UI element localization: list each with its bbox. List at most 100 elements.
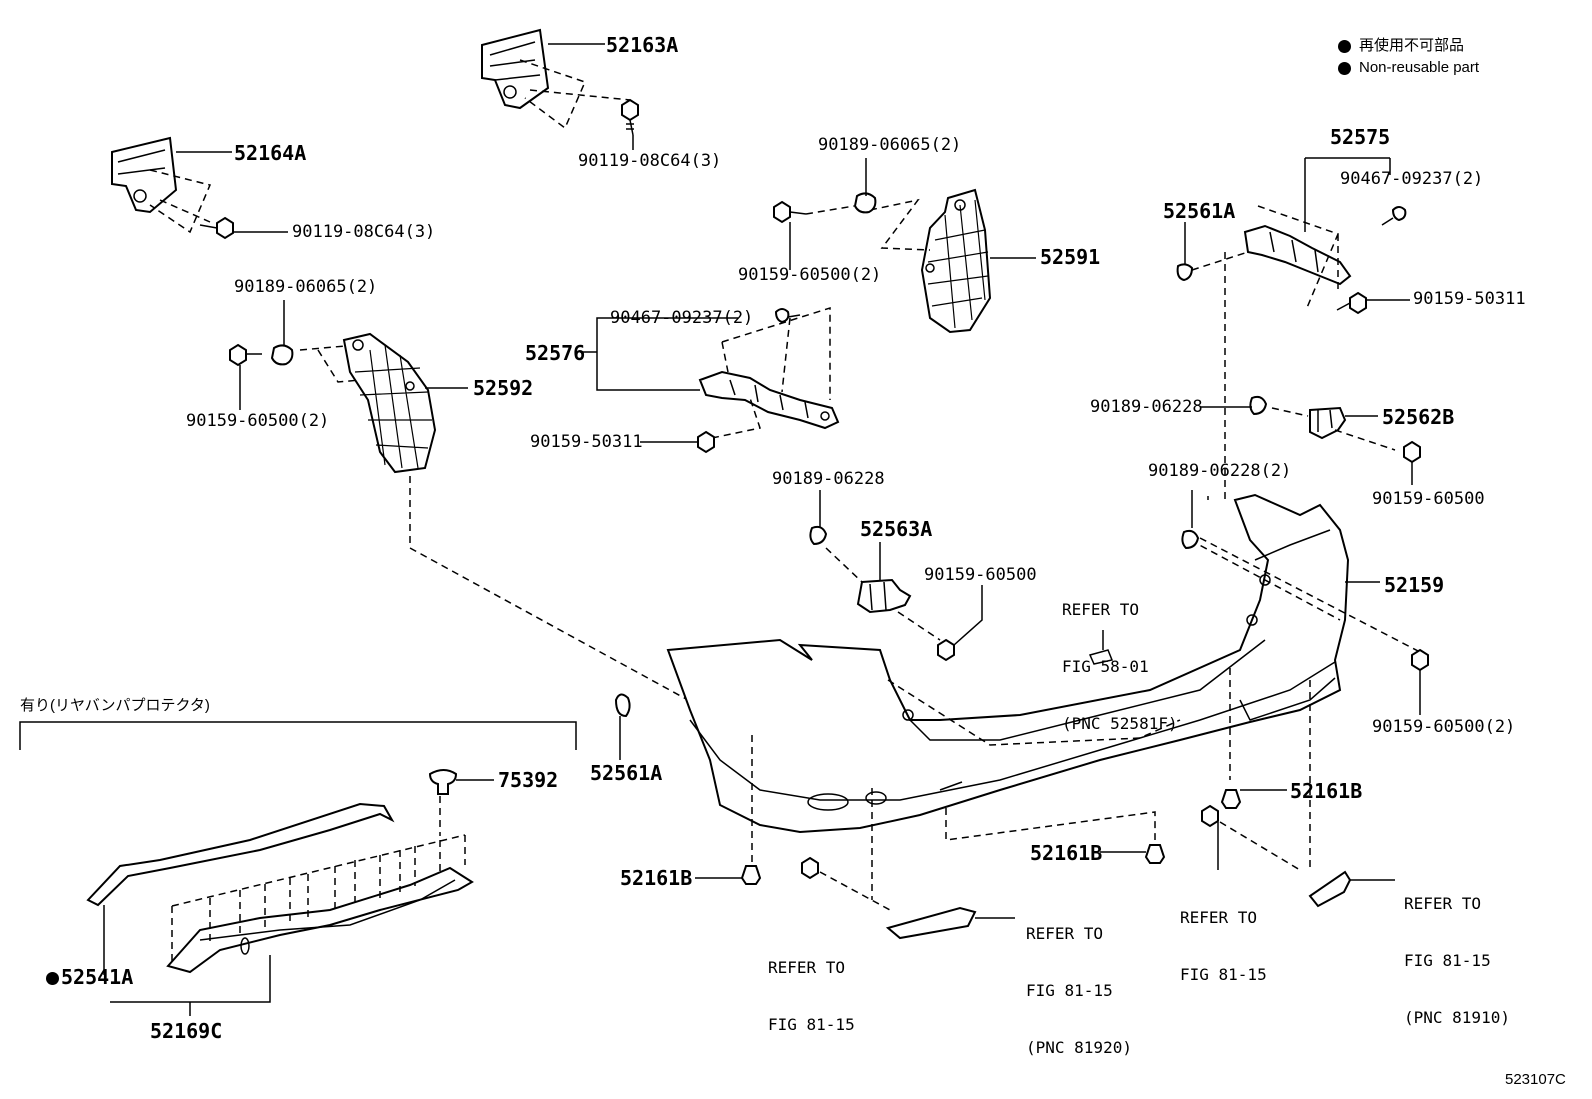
refer-line: REFER TO: [768, 958, 846, 977]
part-52164a: 52164A: [234, 141, 307, 165]
part-nut-bumper: 90189-06228(2): [1148, 461, 1292, 481]
clip-icon: [695, 865, 762, 885]
part-52169c: 52169C: [150, 1019, 223, 1043]
part-75392: 75392: [498, 768, 559, 792]
retainer-52562b: [1271, 406, 1396, 451]
non-reusable-dot-icon: [1338, 39, 1351, 53]
bracket-52592: [299, 332, 753, 736]
refer-fig58: REFER TO FIG 58-01 (PNC 52581F): [1062, 562, 1178, 752]
part-bolt-52163a: 90119-08C64(3): [578, 151, 722, 171]
reflector-right: [1308, 870, 1395, 908]
part-52563a: 52563A: [860, 517, 933, 541]
legend-en-text: Non-reusable part: [1359, 59, 1480, 76]
bolt-icon: [937, 585, 983, 662]
refer-line: FIG 81-15: [1180, 965, 1267, 984]
part-52163a: 52163A: [606, 33, 679, 57]
section-header: 有り(リヤバンパプロテクタ): [20, 697, 210, 714]
bolt-icon: [1201, 804, 1219, 870]
screw-icon: [1381, 206, 1407, 226]
part-screw-right-upper: 90467-09237(2): [1340, 169, 1484, 189]
part-bolt-52164a: 90119-08C64(3): [292, 222, 436, 242]
part-52562b: 52562B: [1382, 405, 1455, 429]
part-bolt-left-bracket: 90159-60500(2): [186, 411, 330, 431]
part-52575: 52575: [1330, 125, 1391, 149]
clip-icon: [614, 693, 631, 760]
refer-fig81-center: REFER TO FIG 81-15 (PNC 81920): [1026, 886, 1132, 1076]
bumper-cover-52159: [666, 493, 1421, 911]
nut-icon: [1200, 395, 1268, 416]
section-bracket: [19, 721, 577, 750]
bolt-icon: [1411, 648, 1429, 715]
bolt-icon: [1336, 291, 1410, 315]
refer-line: FIG 81-15: [768, 1015, 855, 1034]
diagram-code: 523107C: [1505, 1071, 1566, 1088]
refer-fig81-right: REFER TO FIG 81-15 (PNC 81910): [1404, 856, 1510, 1046]
bracket-52591: [869, 188, 1036, 334]
bolt-icon: [801, 856, 819, 880]
refer-line: (PNC 52581F): [1062, 714, 1178, 733]
part-nut-52562b: 90189-06228: [1090, 397, 1203, 417]
part-52541a: 52541A: [46, 966, 133, 988]
legend-en: Non-reusable part: [1338, 59, 1479, 76]
screw-icon: [774, 308, 801, 324]
clip-icon: [1220, 789, 1287, 809]
part-bolt-right: 90159-50311: [1413, 289, 1526, 309]
refer-fig81-mid: REFER TO FIG 81-15: [1180, 870, 1267, 1003]
part-bolt-bumper: 90159-60500(2): [1372, 717, 1516, 737]
refer-line: FIG 58-01: [1062, 657, 1149, 676]
refer-line: (PNC 81910): [1404, 1008, 1510, 1027]
part-52159: 52159: [1384, 573, 1445, 597]
reflector-left: [885, 906, 1015, 940]
protector-strip-52541a: [86, 802, 395, 975]
part-52576: 52576: [525, 341, 586, 365]
part-52161b-center: 52161B: [1030, 841, 1103, 865]
part-screw-left: 90467-09237(2): [610, 308, 754, 328]
bolt-icon: [640, 430, 715, 454]
part-bolt-52562b: 90159-60500: [1372, 489, 1485, 509]
refer-line: REFER TO: [1180, 908, 1258, 927]
nut-icon: [1181, 490, 1200, 550]
refer-line: (PNC 81920): [1026, 1038, 1132, 1057]
bolt-icon: [773, 200, 855, 270]
part-nut-center: 90189-06228: [772, 469, 885, 489]
part-52161b-right: 52161B: [1290, 779, 1363, 803]
clip-75392: [428, 769, 494, 836]
part-52592: 52592: [473, 376, 534, 400]
nut-icon: [809, 490, 828, 546]
legend-jp-text: 再使用不可部品: [1359, 37, 1465, 54]
legend-jp: 再使用不可部品: [1338, 34, 1464, 55]
clip-icon: [1176, 222, 1194, 282]
non-reusable-dot-icon: [1338, 61, 1351, 75]
part-52161b-left: 52161B: [620, 866, 693, 890]
part-nut-right: 90189-06065(2): [818, 135, 962, 155]
refer-fig81-left: REFER TO FIG 81-15: [768, 920, 855, 1053]
part-52561a-bottom: 52561A: [590, 761, 663, 785]
clip-icon: [1100, 844, 1166, 864]
refer-line: FIG 81-15: [1404, 951, 1491, 970]
bracket-52163a: [481, 28, 631, 130]
bracket-52164a: [111, 136, 232, 234]
retainer-52563a: [825, 542, 941, 641]
part-bolt-center: 90159-60500: [924, 565, 1037, 585]
bolt-icon: [1403, 440, 1421, 485]
protector-52169c: [110, 834, 474, 1016]
nut-icon: [270, 300, 294, 366]
refer-line: FIG 81-15: [1026, 981, 1113, 1000]
refer-line: REFER TO: [1026, 924, 1104, 943]
bolt-icon: [199, 216, 288, 240]
bolt-icon: [621, 98, 639, 150]
bolt-icon: [229, 343, 262, 410]
part-bolt-left: 90159-50311: [530, 432, 643, 452]
refer-line: REFER TO: [1404, 894, 1482, 913]
nut-icon: [853, 158, 877, 214]
part-bolt-right-bracket: 90159-60500(2): [738, 265, 882, 285]
retainer-52575: [1191, 157, 1391, 500]
part-52591: 52591: [1040, 245, 1101, 269]
refer-line: REFER TO: [1062, 600, 1140, 619]
part-52561a-top: 52561A: [1163, 199, 1236, 223]
part-nut-left: 90189-06065(2): [234, 277, 378, 297]
non-reusable-dot-icon: [46, 972, 59, 985]
part-52541a-text: 52541A: [61, 965, 134, 989]
retainer-52576: [580, 306, 840, 439]
